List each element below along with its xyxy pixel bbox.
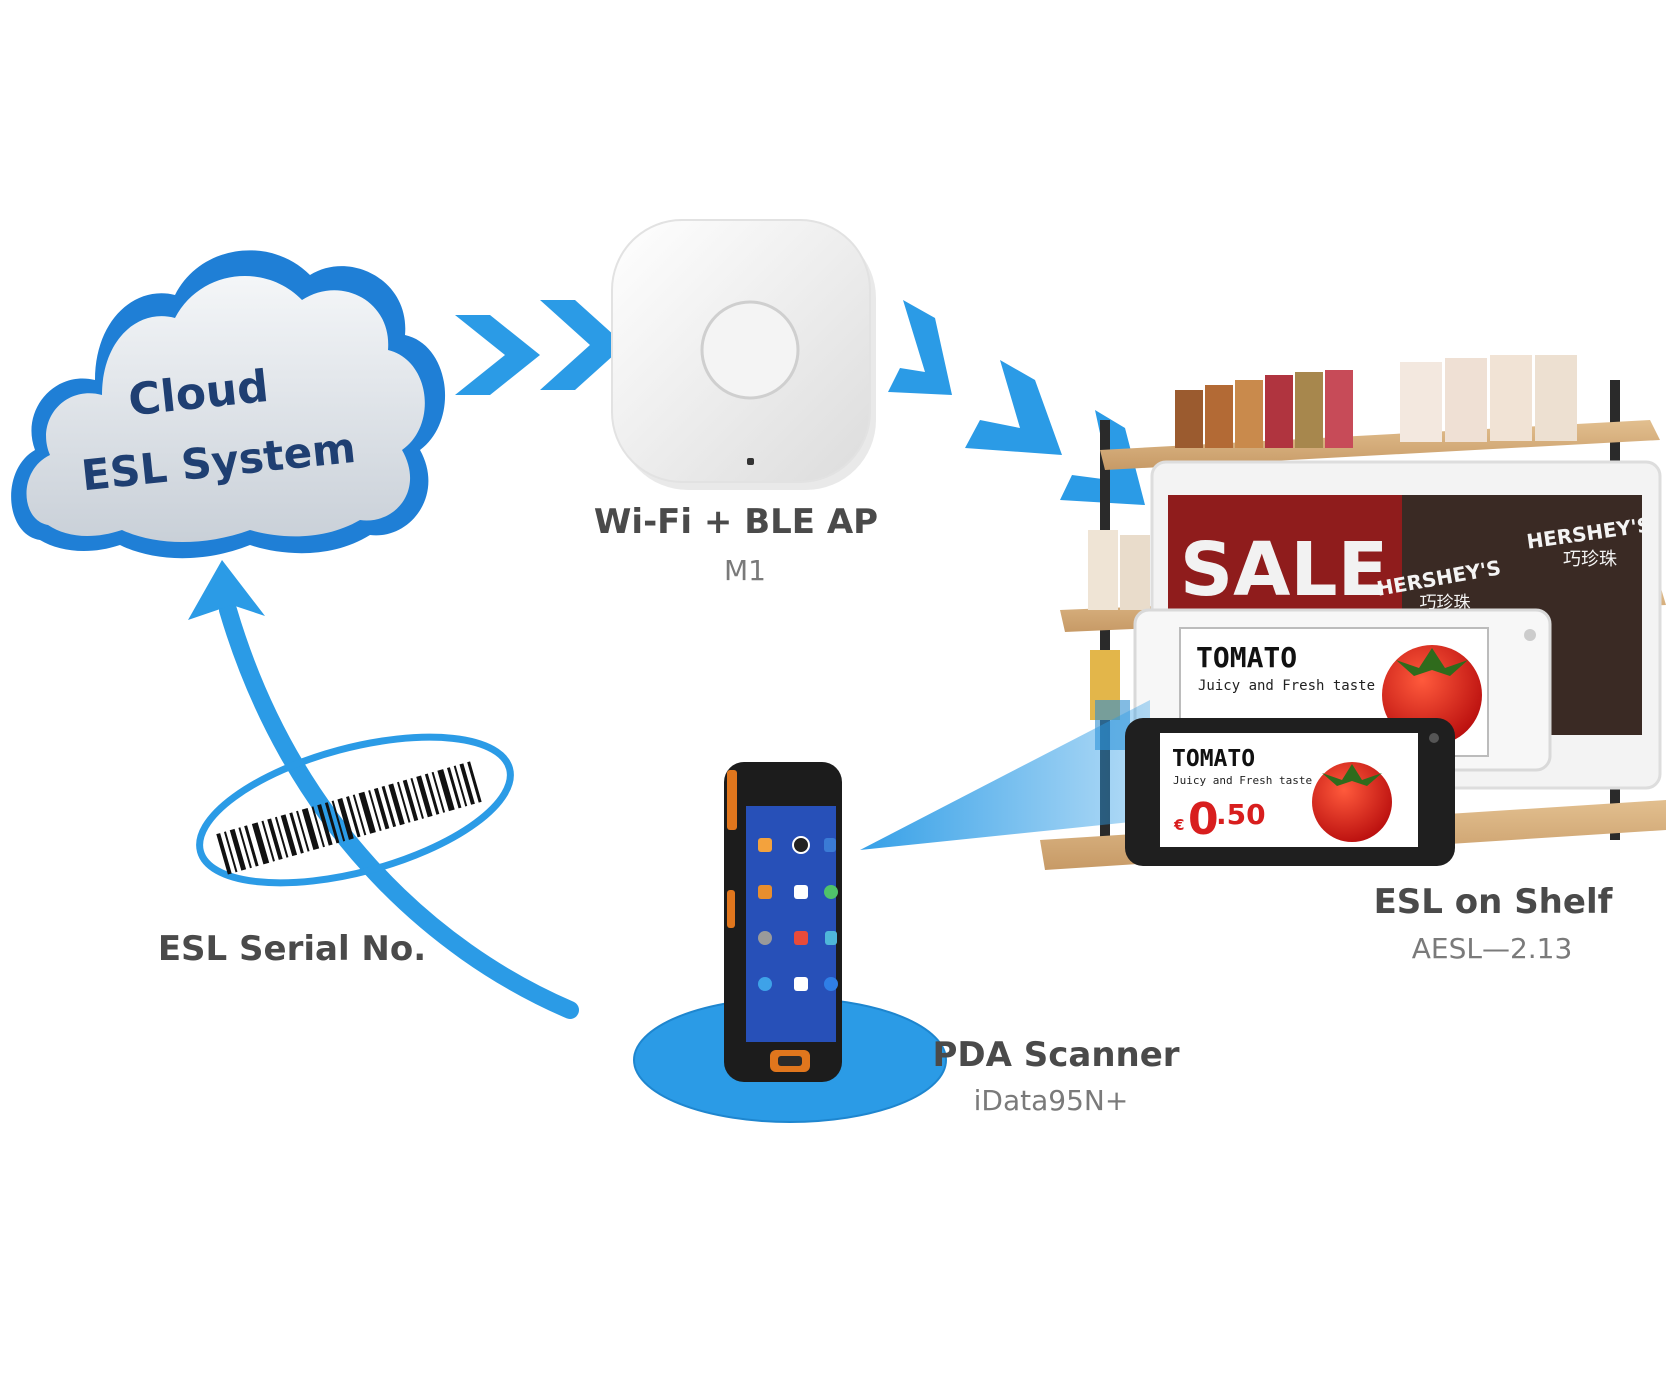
products-middle-shelf (1088, 530, 1150, 610)
chevron-icon (965, 360, 1062, 455)
brand-text-cn: 巧珍珠 (1563, 549, 1617, 570)
products-top-shelf (1175, 355, 1577, 448)
shelf-title: ESL on Shelf (1374, 882, 1614, 922)
price-decimal: .50 (1216, 798, 1266, 831)
shelf-model: AESL—2.13 (1412, 932, 1573, 965)
price-currency: € (1173, 816, 1184, 834)
flow-arrows-cloud-to-ap (455, 300, 625, 395)
tomato-icon (1312, 762, 1392, 842)
pda-title: PDA Scanner (932, 1035, 1179, 1075)
arrow-head-icon (188, 560, 265, 620)
scan-beam (860, 700, 1150, 850)
flow-arrows-ap-to-shelf (888, 300, 1145, 505)
ap-title: Wi-Fi + BLE AP (594, 502, 878, 542)
product-tagline: Juicy and Fresh taste (1173, 774, 1312, 787)
brand-text-cn: 巧珍珠 (1420, 593, 1471, 613)
product-name: TOMATO (1172, 746, 1255, 772)
pda-scanner (633, 762, 947, 1123)
upload-arrow (188, 560, 579, 1019)
app-grid (758, 836, 838, 991)
serial-label: ESL Serial No. (158, 929, 426, 969)
esl-label-small: TOMATO Juicy and Fresh taste € 0 .50 (1125, 718, 1455, 866)
price-main: 0 (1188, 794, 1219, 845)
sale-text: SALE (1180, 527, 1388, 613)
cloud-icon (11, 250, 446, 559)
chevron-icon (888, 300, 952, 395)
access-point-device (611, 219, 876, 490)
serial-barcode (196, 733, 514, 887)
ap-model: M1 (724, 554, 766, 587)
chevron-icon (1060, 410, 1145, 505)
chevron-icon (540, 300, 625, 390)
pda-model: iData95N+ (974, 1084, 1129, 1117)
product-name: TOMATO (1196, 641, 1297, 674)
product-tagline: Juicy and Fresh taste (1198, 678, 1375, 694)
chevron-icon (455, 315, 540, 395)
